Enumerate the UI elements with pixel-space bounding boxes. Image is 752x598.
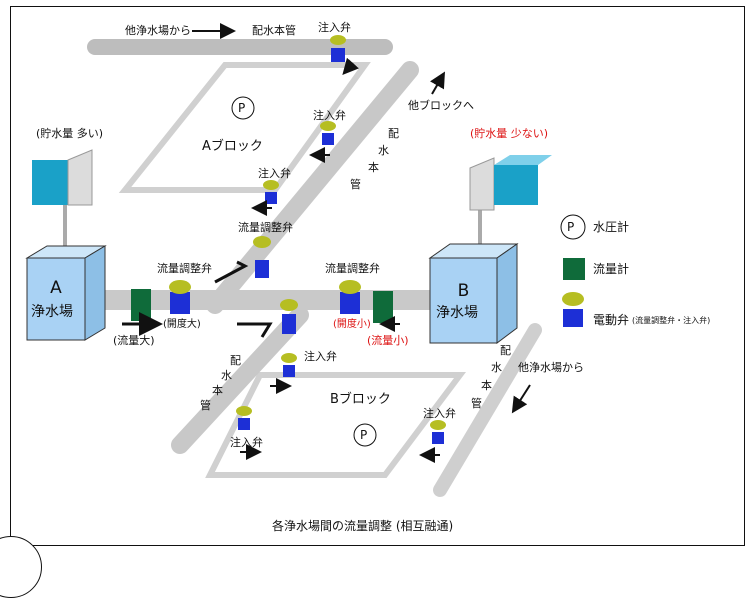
plant-a-storage-label: (貯水量 多い): [36, 127, 104, 140]
plant-b-box: [428, 243, 519, 344]
plant-a-name: 浄水場: [31, 304, 73, 320]
pressure-gauge-a-letter: P: [238, 101, 246, 115]
valve-top-injection: [330, 35, 346, 62]
plant-b-storage-label: (貯水量 少ない): [470, 127, 549, 140]
water-network-diagram: [25, 23, 586, 497]
block-a-outline: [118, 62, 371, 193]
legend-motor-valve-symbol: [562, 292, 584, 327]
flow-arrows: [122, 23, 531, 463]
legend-motor-valve-label: 電動弁: [593, 313, 630, 327]
legend-pressure-letter: P: [567, 220, 575, 234]
valve-a-injection-1: [320, 121, 336, 145]
top-main-pipe-label: 配水本管: [252, 24, 296, 37]
lower-diagonal-pipe: [171, 306, 309, 454]
legend-pressure-gauge-symbol: [560, 214, 586, 240]
flow-meter-b: [373, 291, 393, 323]
pipe-char-lower-4: 管: [200, 399, 211, 412]
pipe-char-lower-1: 配: [230, 354, 241, 367]
plant-b-letter: B: [457, 281, 470, 301]
valve-flow-control-a: [169, 280, 191, 314]
legend-pressure-gauge-label: 水圧計: [593, 220, 630, 234]
plant-a-box: [25, 245, 107, 341]
pipe-char-upper-1: 配: [388, 127, 399, 140]
valve-diag-control: [253, 236, 271, 278]
pipe-char-right-2: 水: [491, 361, 502, 374]
to-other-block-label: 他ブロックへ: [408, 99, 474, 112]
plant-a-flow-label: (流量大): [113, 334, 155, 347]
valve-b-injection-1: [281, 353, 297, 377]
plant-a-opening-label: (開度大): [163, 319, 201, 330]
block-b-label: Bブロック: [330, 392, 391, 407]
legend-flow-meter-label: 流量計: [593, 262, 630, 276]
label-injection-b2: 注入弁: [230, 436, 263, 449]
plant-b-flow-label: (流量小): [367, 334, 409, 347]
right-diagonal-pipe: [433, 323, 542, 497]
tank-b: [469, 155, 552, 211]
tank-a: [32, 149, 93, 206]
valve-flow-control-b: [339, 280, 361, 314]
top-source-label: 他浄水場から: [125, 24, 191, 37]
diagram-caption: 各浄水場間の流量調整 (相互融通): [272, 519, 454, 533]
pipe-char-lower-3: 本: [212, 384, 223, 397]
valve-lower-diag: [280, 299, 298, 334]
pipe-char-right-1: 配: [500, 344, 511, 357]
pipe-char-upper-4: 管: [350, 178, 361, 191]
plant-b-name: 浄水場: [436, 305, 478, 321]
valve-a-injection-2: [263, 180, 279, 204]
pressure-gauge-a: [231, 96, 255, 120]
pipe-char-upper-3: 本: [368, 161, 379, 174]
diagram-frame: [10, 6, 745, 546]
block-a-label: Aブロック: [202, 139, 263, 154]
label-injection-b1: 注入弁: [304, 350, 337, 363]
valve-b-injection-2: [236, 406, 252, 430]
label-injection-b3: 注入弁: [423, 407, 456, 420]
label-flow-control-b: 流量調整弁: [325, 262, 380, 275]
legend-flow-meter-swatch: [563, 258, 585, 280]
label-injection-a1: 注入弁: [313, 109, 346, 122]
valve-b-injection-3: [430, 420, 446, 444]
plant-a-letter: A: [50, 278, 62, 298]
block-b-outline: [205, 372, 466, 478]
pressure-gauge-b-letter: P: [360, 428, 368, 442]
label-injection-a2: 注入弁: [258, 167, 291, 180]
pipe-char-lower-2: 水: [221, 369, 232, 382]
pipe-char-upper-2: 水: [378, 144, 389, 157]
plant-b-opening-label: (開度小): [333, 319, 371, 330]
bottom-source-label: 他浄水場から: [518, 361, 584, 374]
label-flow-control-a: 流量調整弁: [157, 262, 212, 275]
label-injection-top: 注入弁: [318, 21, 351, 34]
pressure-gauge-b: [353, 423, 377, 447]
label-flow-control-diag: 流量調整弁: [238, 221, 293, 234]
pipe-char-right-3: 本: [481, 379, 492, 392]
legend-motor-valve-note: (流量調整弁・注入弁): [632, 316, 711, 325]
pipe-char-right-4: 管: [471, 397, 482, 410]
flow-meter-a: [131, 289, 151, 321]
